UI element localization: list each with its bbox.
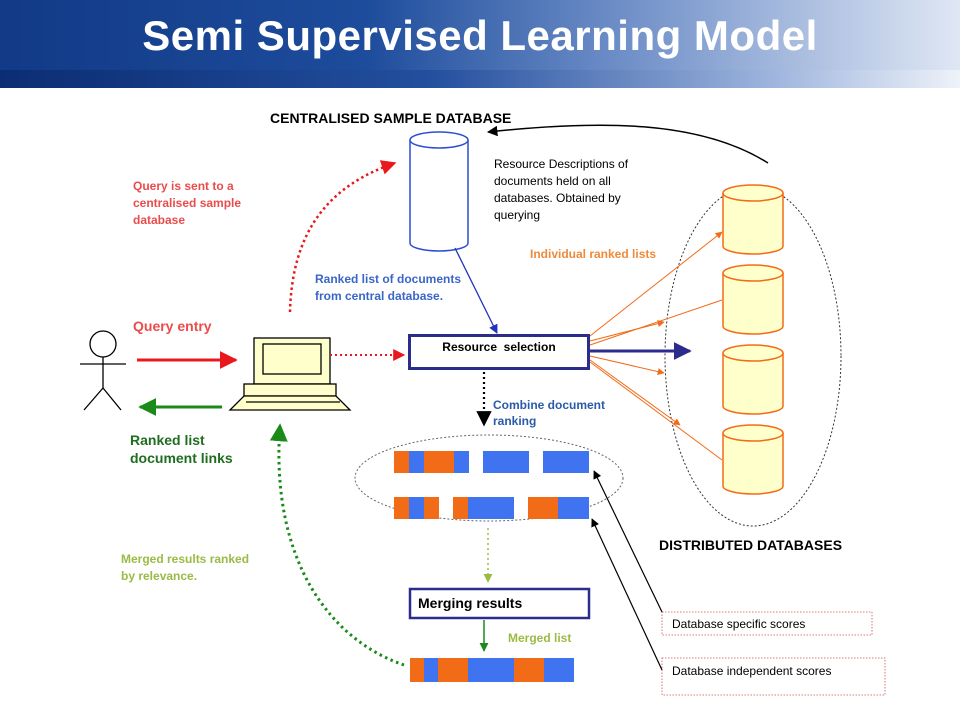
resource-description-label: Resource Descriptions of documents held … [494, 157, 629, 222]
specific-score-arrow [593, 470, 663, 613]
ranked-list-bar [394, 497, 589, 519]
merging-results-box [408, 587, 591, 620]
selection-to-db-line [589, 320, 665, 342]
title-banner-stripe [0, 70, 960, 88]
central-to-selection-arrow [454, 247, 498, 334]
resource-selection-box [408, 334, 590, 370]
selection-to-db-line [589, 355, 665, 376]
query-sent-label: Query is sent to a centralised sample da… [133, 179, 242, 227]
ranked-central-label: Ranked list of documents from central da… [315, 272, 462, 303]
merged-relevance-label: Merged results ranked by relevance. [121, 552, 250, 583]
merged-list-bar [410, 658, 574, 682]
combine-ranking-label: Combine document ranking [493, 398, 606, 428]
independent-score-arrow [591, 518, 663, 671]
query-entry-label: Query entry [133, 318, 212, 334]
selection-to-db-line [589, 231, 723, 337]
resource-description-arrow [486, 124, 769, 164]
page-title: Semi Supervised Learning Model [142, 12, 818, 59]
distributed-database-icon [722, 184, 784, 255]
user-icon [80, 330, 126, 411]
db-independent-scores-box [661, 657, 886, 696]
merging-results-label: Merging results [418, 595, 523, 611]
db-independent-scores-label: Database independent scores [672, 664, 832, 678]
selection-to-db-line [589, 359, 681, 426]
db-specific-scores-label: Database specific scores [672, 617, 806, 631]
merged-to-computer-arrow [269, 423, 405, 667]
central-db-label: CENTRALISED SAMPLE DATABASE [270, 110, 512, 126]
distributed-db-cluster [664, 185, 842, 527]
selection-to-db-line [589, 299, 723, 346]
db-specific-scores-box [661, 611, 873, 636]
resource-selection-label: Resource selection [442, 340, 556, 354]
distributed-database-icon [722, 424, 784, 495]
distributed-database-icon [722, 344, 784, 415]
central-database-icon [409, 131, 469, 252]
query-to-central-arrow [288, 160, 397, 313]
merged-list-label: Merged list [508, 631, 572, 645]
distributed-dbs-label: DISTRIBUTED DATABASES [659, 537, 843, 553]
selection-to-db-line [589, 361, 723, 461]
computer-icon [228, 337, 352, 411]
ranked-list-bar [394, 451, 589, 473]
individual-lists-label: Individual ranked lists [530, 247, 657, 261]
ranked-links-label: Ranked list document links [130, 432, 233, 466]
distributed-database-icon [722, 264, 784, 335]
ranked-lists-cluster [354, 434, 624, 522]
